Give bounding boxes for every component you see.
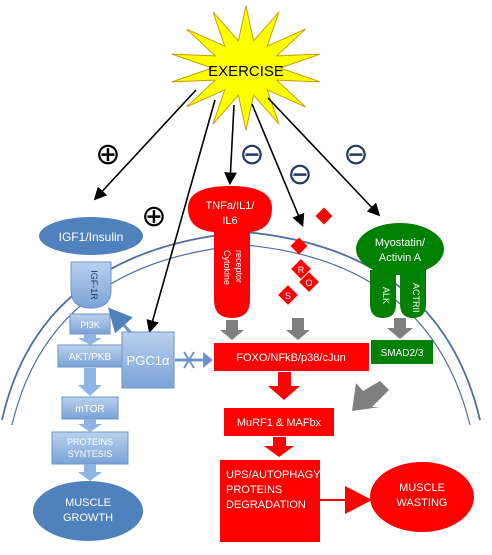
ros-letter-o: O xyxy=(305,278,312,288)
blue-down-arrows xyxy=(78,334,102,481)
arrow-to-igf1 xyxy=(93,89,197,201)
arrow-to-myostatin xyxy=(267,97,381,217)
ros-letter-s: S xyxy=(285,291,291,301)
myostatin-activin-ellipse: Myostatin/ Activin A xyxy=(356,223,444,275)
svg-text:PI3K: PI3K xyxy=(80,320,100,330)
exercise-label: EXERCISE xyxy=(208,63,284,80)
svg-text:MUSCLE: MUSCLE xyxy=(399,482,445,494)
ros-diamonds: R O S xyxy=(278,207,333,305)
svg-text:GROWTH: GROWTH xyxy=(63,512,113,524)
svg-text:MUSCLE: MUSCLE xyxy=(65,497,111,509)
arrow-pi3k-akt xyxy=(78,334,102,345)
exercise-arrows xyxy=(93,89,381,334)
smad-box: SMAD2/3 xyxy=(371,340,433,364)
svg-text:SYNTESIS: SYNTESIS xyxy=(68,449,113,459)
minus-sign-myostatin: ⊖ xyxy=(343,138,368,171)
svg-text:FOXO/NFkB/p38/cJun: FOXO/NFkB/p38/cJun xyxy=(236,352,345,364)
muscle-growth-ellipse: MUSCLE GROWTH xyxy=(33,481,143,541)
pi3k-box: PI3K xyxy=(69,313,111,335)
arrow-ups-wasting xyxy=(320,486,372,514)
minus-sign-tnfa: ⊖ xyxy=(239,138,264,171)
arrow-murf-ups xyxy=(264,437,294,457)
svg-text:Activin A: Activin A xyxy=(379,252,422,264)
tnfa-receptor: TNFa/IL1/ IL6 Cytokine receptor xyxy=(188,186,272,318)
alk-receptor: ALK xyxy=(370,270,396,318)
pgc1a-to-receptor-arrow xyxy=(107,307,133,334)
muscle-wasting-ellipse: MUSCLE WASTING xyxy=(370,462,474,532)
svg-text:PROTEINS: PROTEINS xyxy=(67,437,113,447)
proteins-synthesis-box: PROTEINS SYNTESIS xyxy=(51,431,129,465)
svg-text:Myostatin/: Myostatin/ xyxy=(375,237,426,249)
arrow-to-pgc1a xyxy=(146,99,216,334)
svg-text:IGF-1R: IGF-1R xyxy=(89,270,99,300)
mtor-box: mTOR xyxy=(61,396,119,420)
svg-text:SMAD2/3: SMAD2/3 xyxy=(381,348,424,359)
svg-text:IGF1/Insulin: IGF1/Insulin xyxy=(59,230,124,244)
svg-text:AKT/PKB: AKT/PKB xyxy=(69,352,112,363)
arrow-smad-murf xyxy=(352,381,389,411)
svg-text:ACTRII: ACTRII xyxy=(411,283,421,313)
arrow-akt-mtor xyxy=(78,368,102,396)
arrow-ros-foxo xyxy=(286,318,310,340)
arrow-cytokine-foxo xyxy=(220,320,244,340)
svg-text:mTOR: mTOR xyxy=(75,404,104,415)
akt-pkb-box: AKT/PKB xyxy=(57,344,123,368)
plus-sign-pgc1a: ⊕ xyxy=(141,200,166,233)
svg-text:PGC1α: PGC1α xyxy=(127,353,170,368)
exercise-star: EXERCISE xyxy=(171,5,321,131)
pgc1a-box: PGC1α xyxy=(121,331,175,389)
svg-text:UPS/AUTOPHAGY/: UPS/AUTOPHAGY/ xyxy=(226,469,325,481)
murf1-box: MuRF1 & MAFbx xyxy=(224,408,334,436)
minus-sign-ros: ⊖ xyxy=(287,158,312,191)
plus-sign-igf1: ⊕ xyxy=(95,138,120,171)
arrow-mtor-synthesis xyxy=(78,419,102,432)
gray-arrows xyxy=(220,318,389,411)
svg-text:IL6: IL6 xyxy=(222,215,237,227)
actrii-receptor: ACTRII xyxy=(400,270,426,318)
svg-text:DEGRADATION: DEGRADATION xyxy=(226,499,306,511)
igf1-receptor: IGF-1R xyxy=(70,261,112,309)
arrow-synthesis-growth xyxy=(78,464,102,481)
arrow-to-tnfa xyxy=(224,104,237,186)
igf1-insulin-ellipse: IGF1/Insulin xyxy=(39,217,143,255)
svg-text:PROTEINS: PROTEINS xyxy=(226,484,282,496)
regulation-signs: ⊕ ⊕ ⊖ ⊖ ⊖ xyxy=(95,138,368,233)
ups-autophagy-box: UPS/AUTOPHAGY/ PROTEINS DEGRADATION xyxy=(220,460,325,542)
foxo-box: FOXO/NFkB/p38/cJun xyxy=(214,343,369,371)
arrow-foxo-murf xyxy=(268,372,300,400)
svg-text:MuRF1 & MAFbx: MuRF1 & MAFbx xyxy=(237,417,322,429)
arrow-to-ros xyxy=(251,103,305,227)
pgc1a-inhibition-arrow xyxy=(175,351,213,369)
arrow-receptor-smad xyxy=(387,318,413,339)
svg-text:ALK: ALK xyxy=(381,287,391,304)
svg-text:WASTING: WASTING xyxy=(397,497,448,509)
svg-text:TNFa/IL1/: TNFa/IL1/ xyxy=(206,200,256,212)
ros-letter-r: R xyxy=(298,265,305,275)
svg-text:receptor: receptor xyxy=(234,250,244,283)
svg-text:Cytokine: Cytokine xyxy=(222,250,232,285)
